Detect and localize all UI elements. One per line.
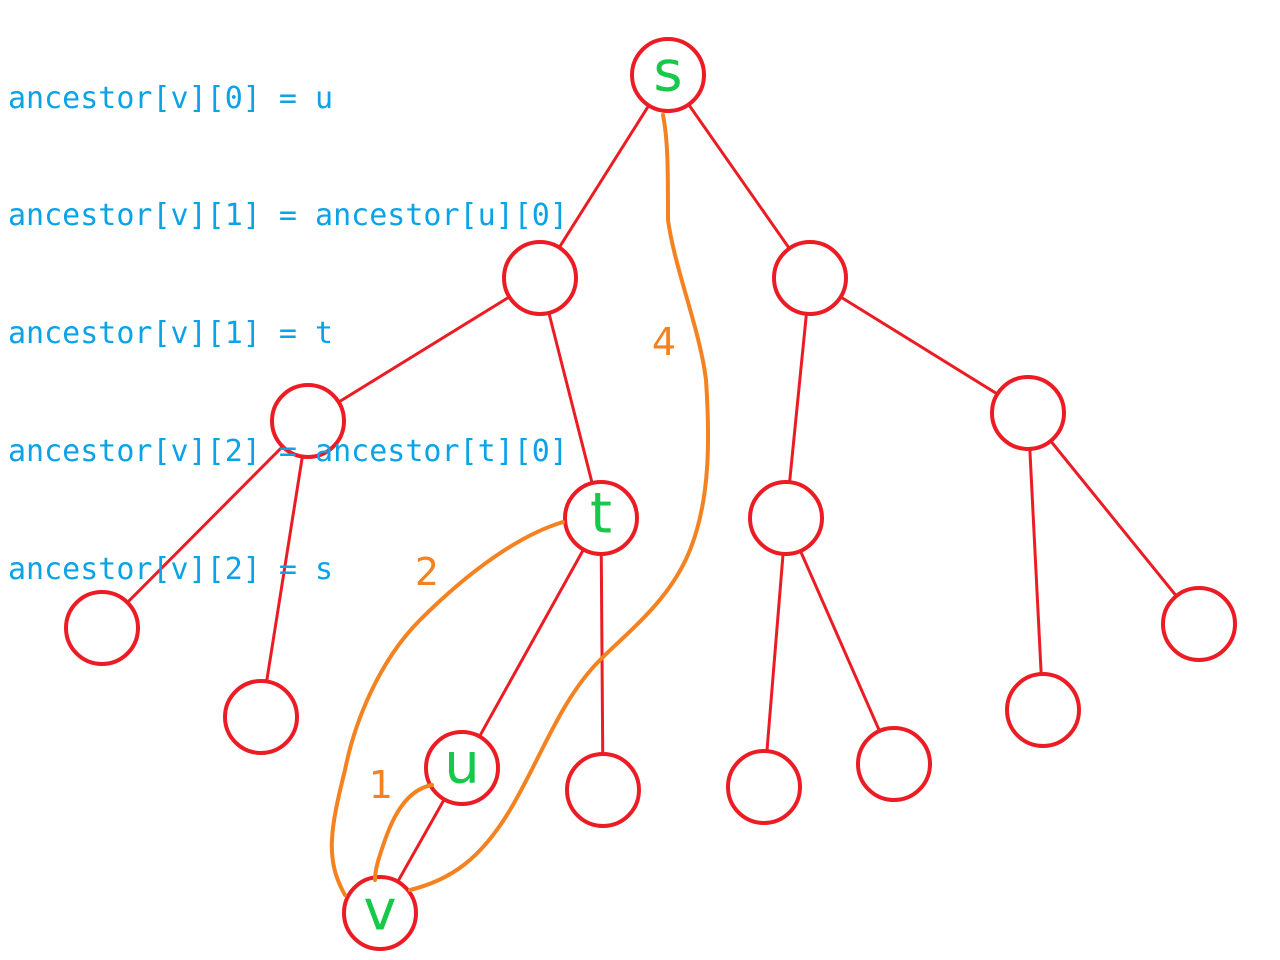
node [64, 590, 140, 666]
jump-path-1 [373, 783, 434, 882]
node [565, 752, 641, 828]
node-s [630, 37, 706, 113]
code-line: ancestor[v][1] = t [8, 316, 334, 352]
code-block: ancestor[v][0] = u ancestor[v][1] = ance… [8, 0, 568, 629]
edge-c-f [100, 419, 310, 630]
jump-path-4 [408, 113, 711, 892]
node [270, 383, 346, 459]
edge-d-i [762, 517, 788, 788]
tree-nodes [64, 37, 1237, 951]
jump-labels: 4 2 1 [369, 320, 676, 807]
node-label-v: v [363, 879, 396, 944]
jump-label-1: 1 [369, 763, 393, 807]
edge-t-h [599, 517, 605, 791]
edge-t-u [460, 517, 603, 769]
jump-label-2: 2 [415, 550, 439, 594]
code-line: ancestor[v][0] = u [8, 80, 334, 116]
code-line: ancestor[v][2] = ancestor[t][0] [8, 434, 568, 470]
node-label-s: s [653, 40, 682, 105]
code-line: ancestor[v][1] = ancestor[u][0] [8, 198, 568, 234]
node [856, 726, 932, 802]
jump-paths [329, 113, 711, 897]
node [1161, 586, 1237, 662]
node-label-t: t [590, 482, 612, 547]
edge-a-c [307, 276, 541, 423]
tree-edges [100, 74, 1201, 914]
edge-e-k [1026, 412, 1045, 711]
node [748, 480, 824, 556]
node [726, 749, 802, 825]
jump-label-4: 4 [652, 320, 676, 364]
node-t [563, 480, 639, 556]
edge-d-j [784, 517, 896, 765]
edge-s-b [666, 74, 812, 279]
jump-path-2 [329, 520, 565, 897]
node [990, 375, 1066, 451]
edge-e-l [1026, 412, 1201, 625]
code-line: ancestor[v][2] = s [8, 552, 334, 588]
edge-b-e [809, 276, 1029, 415]
edge-a-t [538, 277, 603, 519]
node-v [342, 875, 418, 951]
node-label-u: u [444, 732, 480, 797]
edge-c-g [259, 420, 310, 718]
edge-b-d [784, 277, 812, 519]
node [772, 240, 848, 316]
node-u [424, 730, 500, 806]
edge-s-a [538, 74, 670, 279]
node-labels: s t u v [363, 40, 682, 944]
node [1005, 672, 1081, 748]
node [502, 240, 578, 316]
node [223, 679, 299, 755]
